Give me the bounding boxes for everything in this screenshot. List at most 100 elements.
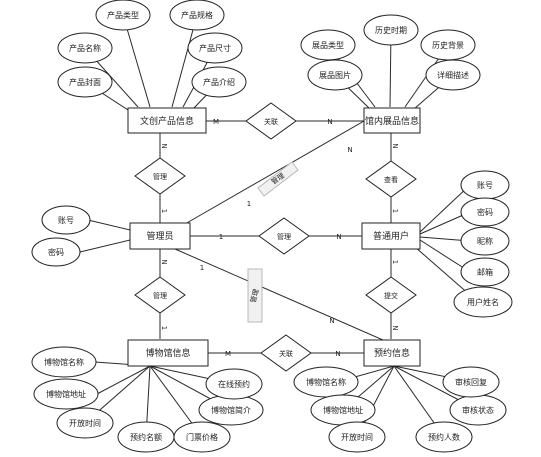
svg-text:博物馆名称: 博物馆名称 — [44, 357, 84, 367]
svg-text:账号: 账号 — [58, 216, 74, 225]
cardinality-labels: M N N 1 N 1 N 1 1 N N 1 N 1 N 1 M N — [160, 118, 399, 358]
attr-museum-open-time: 开放时间 — [56, 407, 114, 439]
svg-text:昵称: 昵称 — [477, 236, 493, 246]
svg-text:门票价格: 门票价格 — [186, 432, 218, 442]
entity-museum-info: 博物馆信息 — [127, 339, 209, 367]
relation-admin-user: 管理 — [258, 217, 310, 255]
entity-booking-info: 预约信息 — [363, 339, 421, 367]
relation-admin-product: 管理 — [134, 157, 186, 195]
svg-text:博物馆地址: 博物馆地址 — [46, 389, 86, 399]
attr-user-name: 用户姓名 — [453, 286, 513, 318]
cardinality-label: N — [335, 350, 340, 358]
svg-text:审核状态: 审核状态 — [462, 405, 494, 415]
svg-text:管理: 管理 — [153, 291, 167, 300]
cardinality-label: N — [391, 143, 399, 148]
attr-user-email: 邮箱 — [460, 257, 510, 287]
cardinality-label: 1 — [160, 209, 168, 213]
entity-admin: 管理员 — [129, 222, 191, 250]
attr-museum-name: 博物馆名称 — [31, 346, 97, 378]
attr-product-size: 产品尺寸 — [187, 32, 243, 64]
svg-text:文创产品信息: 文创产品信息 — [140, 115, 194, 127]
attr-exhibit-background: 历史背景 — [420, 29, 476, 61]
cardinality-label: N — [329, 317, 334, 325]
cardinality-label: 1 — [247, 200, 251, 208]
attr-product-name: 产品名称 — [57, 32, 113, 64]
svg-text:博物馆信息: 博物馆信息 — [145, 347, 190, 359]
relation-product-exhibit: 关联 — [245, 102, 297, 140]
cardinality-label: N — [160, 259, 168, 264]
attr-admin-password: 密码 — [31, 237, 81, 267]
svg-text:产品名称: 产品名称 — [69, 43, 101, 53]
attr-product-spec: 产品规格 — [169, 0, 225, 31]
attr-booking-count: 预约人数 — [415, 421, 473, 453]
attr-booking-museum-name: 博物馆名称 — [293, 366, 359, 398]
cardinality-label: N — [391, 325, 399, 330]
attr-museum-quota: 预约名额 — [117, 421, 175, 453]
attr-admin-account: 账号 — [41, 205, 91, 235]
entity-user: 普通用户 — [361, 222, 421, 250]
attr-booking-open-time: 开放时间 — [328, 421, 386, 453]
attr-product-cover: 产品封面 — [57, 66, 113, 98]
svg-text:展品类型: 展品类型 — [312, 40, 344, 50]
svg-text:管理: 管理 — [153, 172, 167, 181]
entity-product-info: 文创产品信息 — [127, 107, 207, 134]
svg-text:历史背景: 历史背景 — [432, 40, 464, 50]
attr-user-password: 密码 — [460, 197, 510, 227]
relation-admin-booking: 管理 — [247, 268, 263, 323]
svg-text:关联: 关联 — [279, 349, 293, 358]
attr-booking-review-reply: 审核回复 — [442, 366, 500, 398]
svg-text:管理: 管理 — [248, 288, 260, 304]
svg-text:博物馆名称: 博物馆名称 — [306, 377, 346, 387]
svg-text:详细描述: 详细描述 — [437, 70, 469, 80]
entity-exhibit-info: 馆内展品信息 — [363, 107, 421, 134]
svg-text:管理员: 管理员 — [146, 230, 173, 242]
svg-text:邮箱: 邮箱 — [477, 267, 493, 277]
svg-text:普通用户: 普通用户 — [373, 230, 409, 242]
attr-product-intro: 产品介绍 — [191, 66, 247, 98]
svg-text:博物馆地址: 博物馆地址 — [323, 405, 363, 415]
attr-exhibit-type: 展品类型 — [300, 29, 356, 61]
svg-text:关联: 关联 — [264, 117, 278, 126]
svg-text:密码: 密码 — [477, 207, 493, 217]
svg-text:开放时间: 开放时间 — [69, 418, 101, 428]
relation-museum-booking: 关联 — [260, 334, 312, 372]
svg-text:产品介绍: 产品介绍 — [203, 77, 235, 87]
svg-text:博物馆简介: 博物馆简介 — [211, 405, 251, 415]
svg-text:提交: 提交 — [384, 291, 398, 300]
cardinality-label: 1 — [200, 264, 204, 272]
attr-exhibit-image: 展品图片 — [307, 59, 363, 91]
attr-museum-intro: 博物馆简介 — [198, 394, 264, 426]
cardinality-label: 1 — [391, 260, 399, 264]
cardinality-label: N — [347, 146, 352, 154]
svg-text:管理: 管理 — [277, 232, 291, 241]
svg-text:账号: 账号 — [477, 181, 493, 190]
relation-admin-museum: 管理 — [134, 276, 186, 314]
svg-text:预约人数: 预约人数 — [428, 432, 460, 442]
attr-user-account: 账号 — [460, 170, 510, 200]
attr-product-type: 产品类型 — [95, 0, 151, 31]
attr-museum-price: 门票价格 — [173, 421, 231, 453]
attr-exhibit-detail: 详细描述 — [425, 59, 481, 91]
svg-text:产品类型: 产品类型 — [107, 10, 139, 20]
cardinality-label: M — [225, 350, 231, 358]
svg-text:预约信息: 预约信息 — [374, 347, 410, 359]
svg-text:审核回复: 审核回复 — [455, 377, 487, 387]
attr-booking-review-status: 审核状态 — [449, 394, 507, 426]
svg-text:开放时间: 开放时间 — [341, 432, 373, 442]
attr-user-nickname: 昵称 — [460, 226, 510, 256]
svg-text:历史时期: 历史时期 — [375, 25, 407, 35]
svg-text:馆内展品信息: 馆内展品信息 — [365, 115, 419, 127]
attr-exhibit-period: 历史时期 — [363, 14, 419, 46]
relation-user-booking: 提交 — [365, 276, 417, 314]
svg-text:在线预约: 在线预约 — [218, 379, 250, 389]
svg-text:预约名额: 预约名额 — [130, 432, 162, 442]
svg-text:查看: 查看 — [384, 175, 398, 184]
attr-museum-online-booking: 在线预约 — [205, 368, 263, 400]
svg-text:产品尺寸: 产品尺寸 — [199, 43, 231, 53]
cardinality-label: 1 — [391, 209, 399, 213]
svg-text:展品图片: 展品图片 — [319, 70, 351, 80]
cardinality-label: N — [160, 143, 168, 148]
relation-user-exhibit: 查看 — [365, 160, 417, 198]
attr-museum-address: 博物馆地址 — [33, 378, 99, 410]
